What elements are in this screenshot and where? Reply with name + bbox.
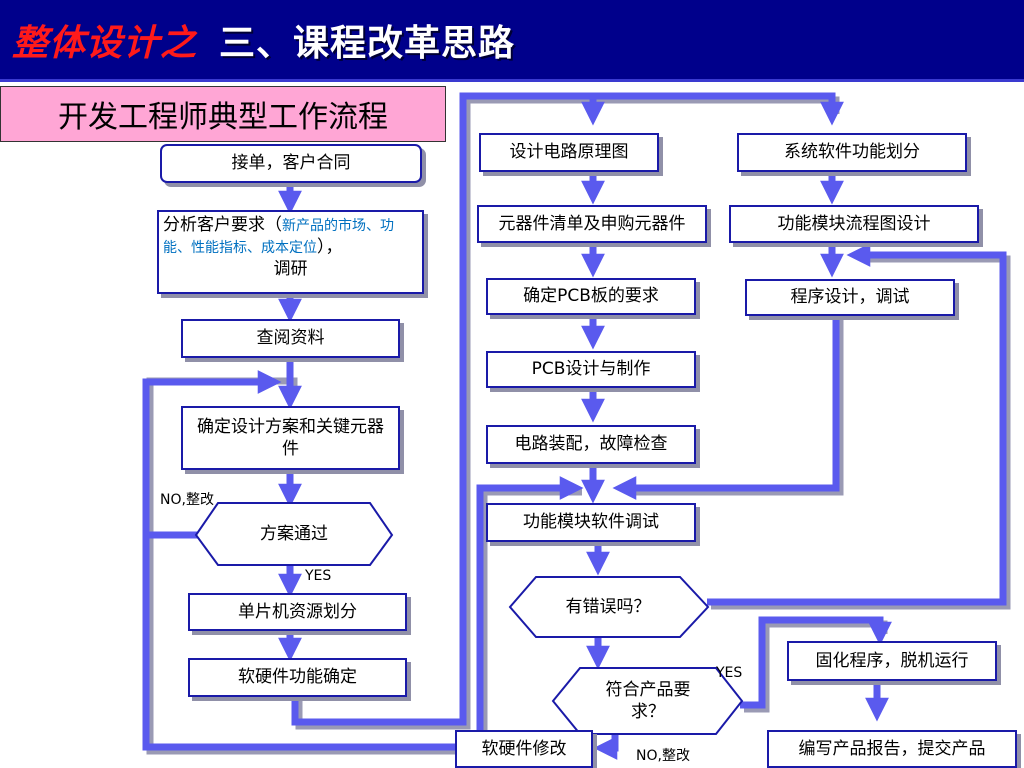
node-analyze-text-c: ）， [317, 237, 343, 258]
label-no-fix-1: NO,整改 [160, 492, 214, 508]
arrow-no-loop-left [142, 370, 282, 539]
node-analyze-text-d: 调研 [273, 259, 308, 280]
decision-hex-2 [508, 576, 710, 638]
node-hw-sw-modify: 软硬件修改 [455, 730, 593, 768]
node-hw-sw-function: 软硬件功能确定 [188, 658, 407, 697]
node-firmware-offline: 固化程序，脱机运行 [787, 641, 997, 681]
arrow-m7-to-left [142, 535, 455, 751]
decision-hex-3 [551, 667, 744, 735]
node-circuit-schematic: 设计电路原理图 [479, 133, 659, 172]
arrow-r3-m6 [612, 316, 840, 500]
node-meets-requirements: 符合产品要求？ [605, 679, 691, 722]
node-consult-references: 查阅资料 [181, 319, 400, 358]
node-module-debug: 功能模块软件调试 [486, 503, 696, 542]
node-flowchart-design: 功能模块流程图设计 [729, 205, 979, 243]
node-analyze-text-b: 新产品的市场、功能、性能指标、成本定位 [163, 218, 394, 257]
node-program-design: 程序设计，调试 [745, 279, 955, 316]
node-mcu-resource: 单片机资源划分 [188, 593, 407, 631]
node-system-software: 系统软件功能划分 [737, 133, 967, 172]
node-determine-design: 确定设计方案和关键元器件 [181, 406, 400, 470]
decision-hex-1 [194, 502, 394, 566]
arrow-n6-top [291, 92, 844, 726]
title-highlight: 整体设计之 [12, 22, 198, 64]
title-main: 三、课程改革思路 [219, 22, 516, 64]
node-analyze-requirements: 分析客户要求（新产品的市场、功能、性能指标、成本定位）， 调研 [157, 210, 424, 294]
label-no-fix-2: NO,整改 [636, 748, 690, 764]
label-yes-2: YES [716, 665, 743, 681]
arrow-d2-right-loop [707, 243, 1007, 606]
shadow-r3-return [631, 320, 844, 496]
node-any-errors: 有错误吗？ [565, 596, 651, 617]
shadow-m7-return [480, 488, 582, 742]
node-component-list: 元器件清单及申购元器件 [477, 205, 707, 243]
node-circuit-assembly: 电路装配，故障检查 [486, 425, 696, 464]
label-yes-1: YES [305, 568, 332, 584]
node-analyze-text-a: 分析客户要求（ [163, 215, 282, 235]
node-product-report: 编写产品报告，提交产品 [767, 730, 1017, 768]
node-pcb-requirements: 确定PCB板的要求 [486, 278, 696, 315]
title-bar: 整体设计之三、课程改革思路 [0, 0, 1024, 82]
shadow-right-loop [711, 255, 1011, 610]
workflow-subtitle: 开发工程师典型工作流程 [0, 86, 446, 142]
node-pcb-design: PCB设计与制作 [486, 351, 696, 388]
arrow-d3-yes [740, 616, 892, 709]
arrow-d3-no [593, 733, 619, 760]
arrow-m7-m6 [476, 476, 584, 738]
node-plan-approved: 方案通过 [260, 523, 328, 544]
slide-title: 整体设计之三、课程改革思路 [12, 14, 515, 66]
node-receive-order: 接单，客户合同 [160, 144, 422, 183]
